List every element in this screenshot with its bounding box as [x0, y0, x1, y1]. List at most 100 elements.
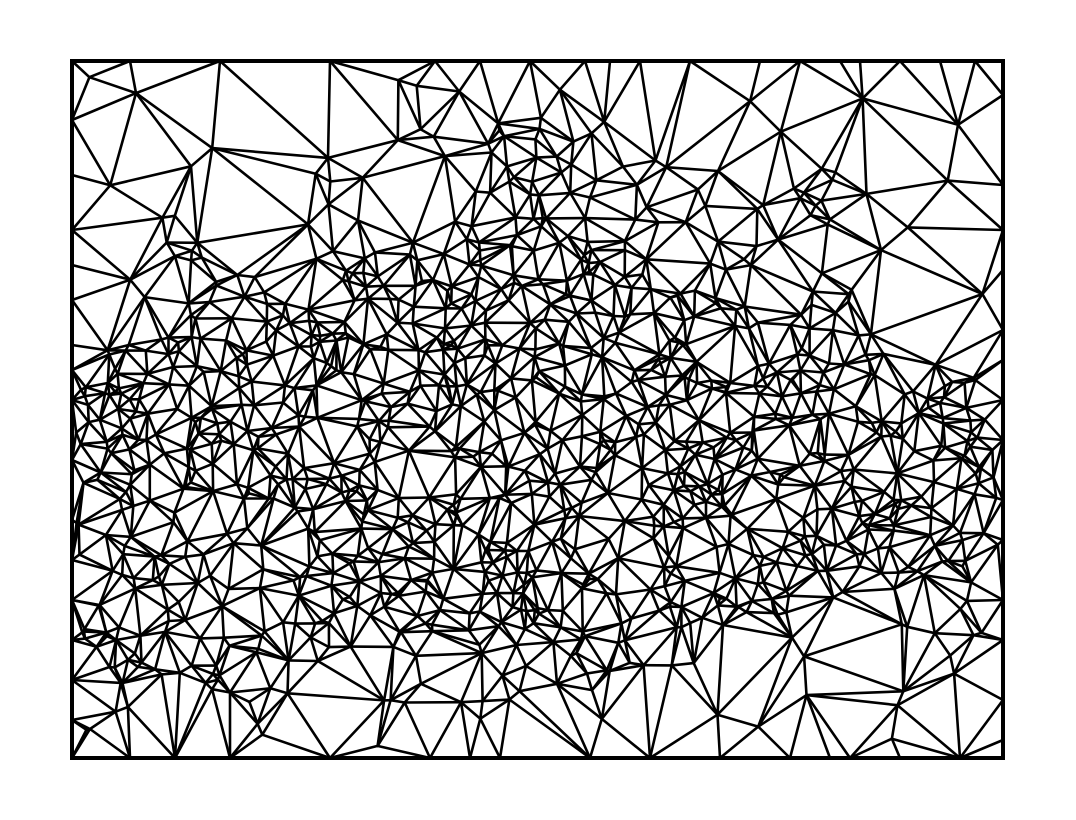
mesh-edge — [245, 348, 275, 357]
mesh-edge — [442, 237, 469, 256]
mesh-edge — [352, 372, 364, 402]
mesh-edge — [822, 459, 843, 473]
mesh-edge — [225, 497, 246, 536]
mesh-edge — [605, 591, 623, 625]
mesh-edge — [520, 277, 540, 288]
mesh-edge — [503, 464, 508, 497]
mesh-edge — [680, 605, 692, 625]
mesh-edge — [348, 562, 361, 583]
mesh-edge — [992, 476, 998, 500]
mesh-edge — [507, 431, 526, 468]
mesh-edge — [531, 576, 540, 610]
mesh-edge — [283, 302, 310, 311]
mesh-edge — [242, 486, 250, 500]
mesh-edge — [240, 403, 249, 433]
mesh-edge — [566, 234, 586, 257]
mesh-edge — [519, 608, 527, 631]
mesh-edge — [108, 165, 193, 187]
mesh-edge — [850, 288, 873, 336]
mesh-edge — [613, 453, 644, 470]
mesh-edge — [880, 393, 907, 423]
mesh-edge — [672, 488, 684, 520]
mesh-edge — [532, 194, 541, 221]
mesh-edge — [454, 404, 463, 449]
mesh-edge — [397, 590, 428, 598]
mesh-edge — [860, 490, 886, 503]
mesh-edge — [827, 404, 858, 416]
mesh-edge — [975, 436, 994, 452]
mesh-edge — [963, 543, 1000, 563]
mesh-edge — [558, 483, 583, 505]
mesh-edge — [288, 321, 300, 348]
mesh-edge — [869, 248, 883, 336]
mesh-edge — [623, 257, 648, 279]
mesh-edge — [128, 278, 146, 299]
mesh-edge — [541, 282, 552, 306]
mesh-edge — [896, 498, 903, 511]
mesh-edge — [899, 411, 921, 425]
mesh-edge — [555, 682, 594, 692]
mesh-edge — [311, 499, 347, 511]
mesh-edge — [417, 369, 441, 387]
mesh-edge — [808, 303, 813, 330]
mesh-edge — [748, 59, 802, 103]
mesh-edge — [946, 538, 964, 563]
mesh-edge — [706, 457, 716, 486]
mesh-edge — [126, 658, 140, 669]
mesh-edge — [623, 239, 648, 261]
mesh-edge — [167, 383, 179, 411]
mesh-edge — [559, 609, 565, 629]
mesh-edge — [281, 620, 297, 625]
mesh-edge — [805, 693, 832, 760]
mesh-edge — [575, 311, 597, 315]
mesh-edge — [330, 580, 361, 588]
mesh-edge — [120, 427, 140, 442]
mesh-edge — [343, 298, 356, 324]
mesh-edge — [820, 167, 837, 174]
mesh-edge — [419, 682, 463, 704]
mesh-edge — [433, 404, 463, 433]
mesh-edge — [716, 623, 725, 717]
mesh-edge — [532, 621, 555, 644]
mesh-edge — [382, 605, 401, 633]
mesh-edge — [340, 474, 351, 492]
mesh-edge — [733, 308, 738, 328]
mesh-edge — [750, 431, 754, 452]
mesh-edge — [720, 474, 753, 496]
mesh-edge — [582, 261, 590, 276]
mesh-edge — [781, 530, 790, 550]
mesh-edge — [566, 216, 587, 238]
mesh-edge — [756, 321, 792, 327]
mesh-edge — [750, 599, 776, 615]
mesh-edge — [316, 552, 334, 558]
mesh-edge — [596, 577, 608, 595]
mesh-edge — [256, 647, 290, 662]
mesh-edge — [683, 579, 716, 595]
mesh-edge — [798, 59, 864, 100]
mesh-edge — [560, 571, 584, 590]
mesh-edge — [716, 713, 760, 728]
mesh-edge — [173, 254, 193, 262]
mesh-edge — [864, 352, 885, 357]
mesh-edge — [189, 481, 215, 493]
mesh-edge — [116, 372, 121, 390]
mesh-edge — [467, 624, 500, 632]
mesh-edge — [190, 335, 202, 340]
mesh-edge — [129, 520, 175, 539]
mesh-edge — [479, 464, 508, 469]
mesh-edge — [825, 565, 861, 573]
mesh-edge — [297, 333, 313, 348]
mesh-edge — [478, 610, 500, 628]
mesh-edge — [649, 588, 673, 604]
mesh-edge — [758, 392, 777, 416]
mesh-edge — [468, 592, 485, 615]
mesh-edge — [623, 218, 637, 243]
mesh-edge — [222, 634, 264, 640]
mesh-edge — [483, 570, 504, 577]
mesh-edge — [480, 548, 487, 564]
mesh-edge — [116, 407, 124, 430]
mesh-edge — [561, 434, 584, 442]
mesh-edge — [379, 574, 400, 595]
mesh-edge — [228, 686, 272, 694]
mesh-edge — [961, 564, 973, 584]
